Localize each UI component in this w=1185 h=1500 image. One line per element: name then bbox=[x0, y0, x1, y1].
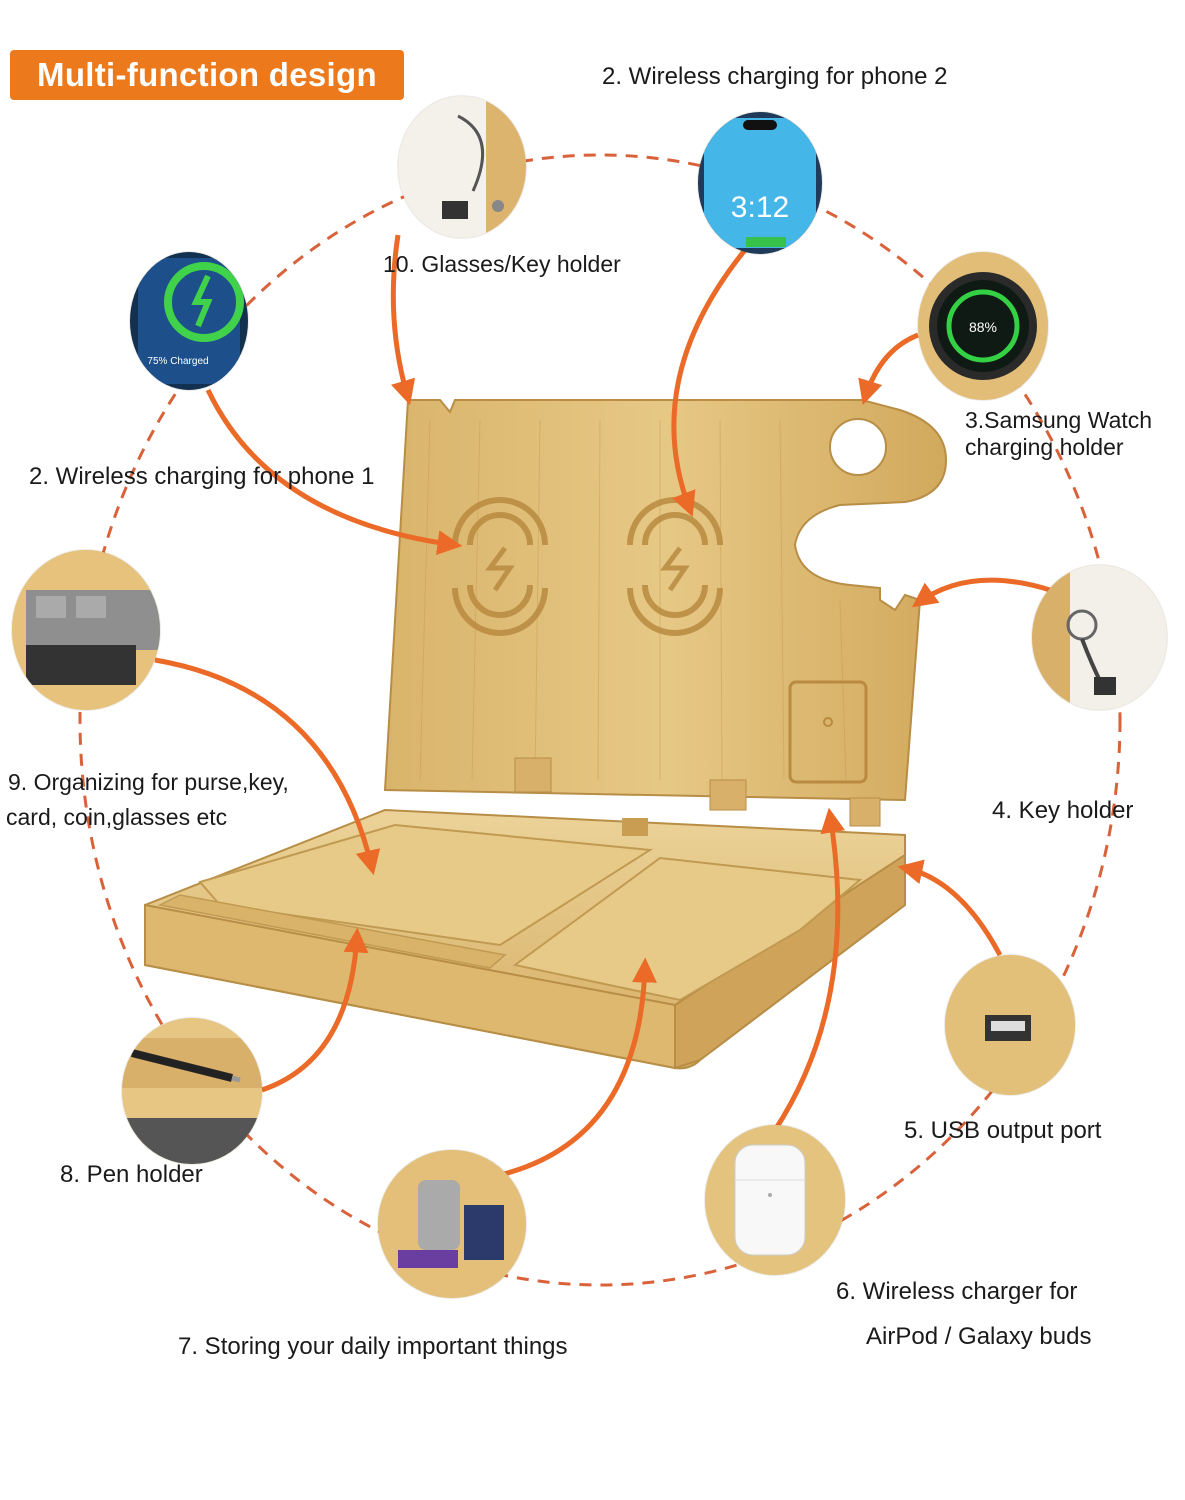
watch-percent: 88% bbox=[969, 319, 997, 335]
label-watch-2: charging holder bbox=[965, 434, 1124, 460]
label-usb: 5. USB output port bbox=[904, 1117, 1102, 1144]
label-organize-2: card, coin,glasses etc bbox=[6, 804, 228, 830]
pointer-arrows bbox=[154, 234, 1051, 1178]
watch-hole bbox=[829, 418, 887, 476]
label-organize-1: 9. Organizing for purse,key, bbox=[8, 769, 289, 795]
usb-port-icon bbox=[945, 955, 1075, 1095]
label-airpod-2: AirPod / Galaxy buds bbox=[866, 1323, 1092, 1350]
earbuds-case-icon bbox=[705, 1125, 845, 1275]
header-badge-label: Multi-function design bbox=[37, 56, 377, 93]
pen-icon bbox=[122, 1018, 262, 1164]
storage-items-icon bbox=[378, 1150, 526, 1298]
phone-screen-icon: 3:12 bbox=[698, 112, 822, 254]
organizer-tray-icon bbox=[12, 550, 160, 710]
header-badge: Multi-function design bbox=[10, 50, 404, 100]
label-storage: 7. Storing your daily important things bbox=[178, 1333, 568, 1360]
back-board bbox=[383, 399, 948, 802]
label-phone1: 2. Wireless charging for phone 1 bbox=[29, 463, 375, 490]
dashed-ring bbox=[78, 153, 1122, 1287]
charge-status: 75% Charged bbox=[147, 356, 208, 367]
label-glasses-key: 10. Glasses/Key holder bbox=[383, 251, 621, 277]
key-ring-icon bbox=[1032, 565, 1167, 710]
glasses-key-icon bbox=[398, 96, 526, 238]
pen-slot bbox=[157, 894, 507, 969]
phone-screen-time: 3:12 bbox=[731, 191, 789, 224]
tray-right-compartment bbox=[512, 856, 863, 1002]
charging-phone-icon: 75% Charged bbox=[130, 252, 248, 390]
label-airpod-1: 6. Wireless charger for bbox=[836, 1278, 1078, 1305]
wireless-symbol-left bbox=[452, 497, 548, 636]
label-watch-1: 3.Samsung Watch bbox=[965, 407, 1153, 433]
label-phone2: 2. Wireless charging for phone 2 bbox=[602, 63, 948, 90]
earbud-pad bbox=[788, 680, 868, 784]
smartwatch-icon: 88% bbox=[918, 252, 1048, 400]
label-pen: 8. Pen holder bbox=[60, 1161, 203, 1188]
label-key-holder: 4. Key holder bbox=[992, 797, 1134, 824]
